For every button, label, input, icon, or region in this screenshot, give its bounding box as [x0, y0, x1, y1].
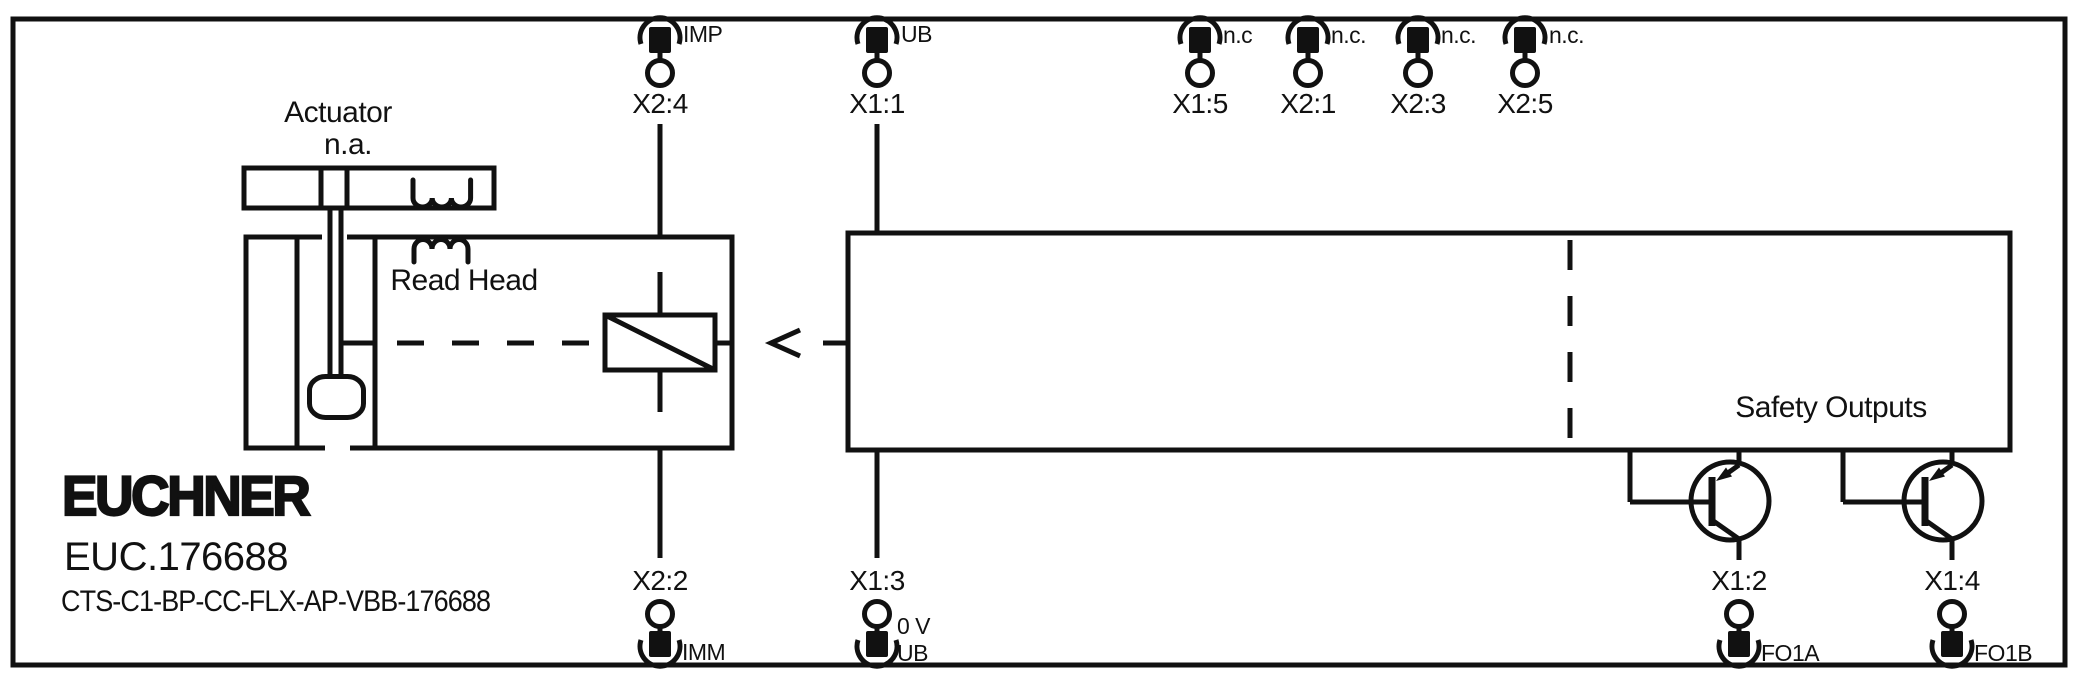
terminal-id-x2-4: X2:4 — [632, 88, 688, 119]
connector-top-x1-5-icon — [1177, 15, 1223, 88]
transponder-symbol — [602, 272, 732, 412]
product-id-label: EUC.176688 — [64, 535, 289, 579]
signal-arrow-icon — [764, 327, 848, 359]
terminal-id-x2-2: X2:2 — [632, 565, 688, 596]
connector-top-x2-4-icon — [637, 15, 683, 88]
signal-label-ub-top: UB — [901, 21, 932, 47]
transistor-q2-icon — [1840, 450, 1985, 560]
terminal-id-x1-2: X1:2 — [1711, 565, 1767, 596]
connector-top-x2-5-icon — [1502, 15, 1548, 88]
actuator-state-label: n.a. — [323, 128, 373, 161]
signal-label-0v: 0 V — [897, 613, 931, 639]
part-number-label: CTS-C1-BP-CC-FLX-AP-VBB-176688 — [61, 585, 491, 618]
connector-bottom-x1-4-icon — [1929, 599, 1975, 669]
signal-label-ub-bottom: UB — [897, 640, 928, 666]
signal-label-fo1a: FO1A — [1761, 640, 1820, 666]
connector-bottom-x1-3-icon — [854, 599, 900, 669]
terminal-id-x2-1: X2:1 — [1280, 88, 1336, 119]
outer-frame — [10, 16, 2068, 668]
connector-top-x1-1-icon — [854, 15, 900, 88]
connector-bottom-x2-2-icon — [637, 599, 683, 669]
actuator-tongue — [307, 374, 366, 420]
signal-label-imm: IMM — [682, 639, 726, 665]
brand-logo: EUCHNER — [61, 464, 312, 527]
read-head-label: Read Head — [390, 264, 538, 297]
terminal-id-x2-3: X2:3 — [1390, 88, 1446, 119]
actuator-coil-icon — [410, 177, 474, 210]
actuator-symbol — [241, 165, 497, 420]
wires — [657, 124, 880, 558]
signal-label-imp: IMP — [683, 21, 723, 47]
terminal-id-x2-5: X2:5 — [1497, 88, 1553, 119]
signal-label-nc-3: n.c. — [1441, 22, 1477, 48]
connector-bottom-x1-2-icon — [1716, 599, 1762, 669]
terminal-id-x1-4: X1:4 — [1924, 565, 1980, 596]
read-head-coil-icon — [411, 237, 471, 265]
terminal-id-x1-5: X1:5 — [1172, 88, 1228, 119]
signal-label-fo1b: FO1B — [1974, 640, 2033, 666]
signal-label-nc-2: n.c. — [1331, 22, 1367, 48]
safety-outputs-label: Safety Outputs — [1735, 391, 1927, 424]
transistor-q1-icon — [1627, 450, 1772, 560]
terminal-id-x1-1: X1:1 — [849, 88, 905, 119]
terminal-id-x1-3: X1:3 — [849, 565, 905, 596]
connector-top-x2-3-icon — [1395, 15, 1441, 88]
signal-label-nc-1: n.c — [1223, 22, 1253, 48]
signal-label-nc-4: n.c. — [1549, 22, 1585, 48]
connector-top-x2-1-icon — [1285, 15, 1331, 88]
actuator-label: Actuator — [284, 96, 392, 129]
